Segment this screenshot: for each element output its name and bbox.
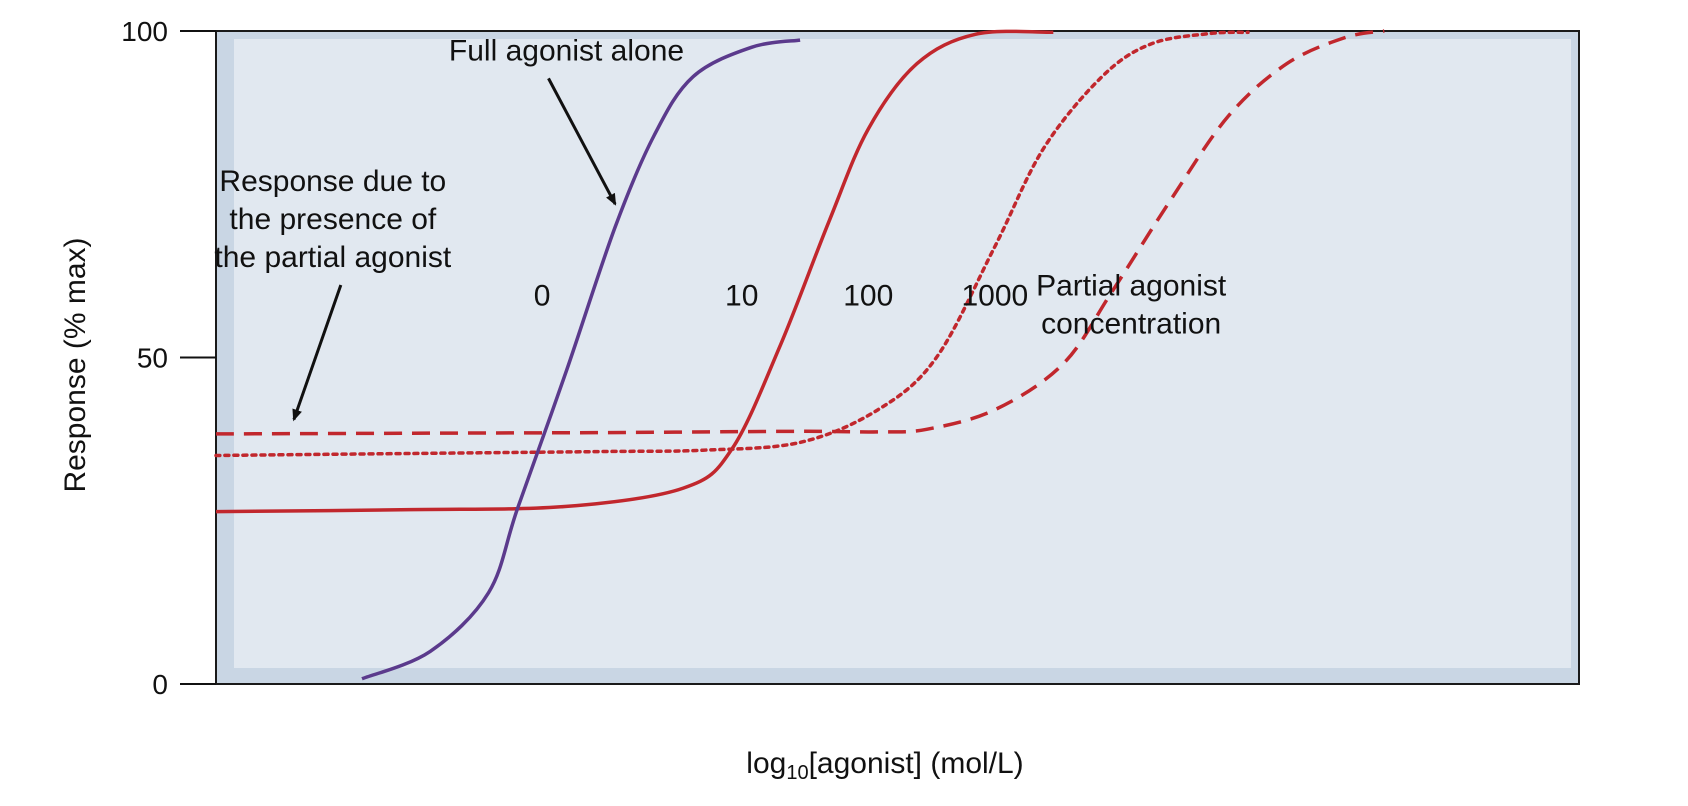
x-axis-title: log10[agonist] (mol/L) bbox=[746, 747, 1023, 784]
annotation-0: Full agonist alone bbox=[449, 34, 684, 67]
y-axis: 0 50 100 bbox=[121, 16, 216, 700]
annotation-arrow-1 bbox=[292, 284, 343, 422]
annotation-arrow-0 bbox=[547, 77, 617, 206]
y-tick-label-100: 100 bbox=[121, 16, 168, 47]
series-label-100: 100 bbox=[843, 279, 893, 312]
series-label-1000: 1000 bbox=[961, 279, 1028, 312]
plot-area bbox=[234, 39, 1571, 668]
series-layer: 0 10 100 1000 bbox=[214, 29, 1385, 681]
y-tick-label-0: 0 bbox=[152, 669, 168, 700]
series-line-0 bbox=[361, 38, 801, 681]
series-label-10: 10 bbox=[725, 279, 758, 312]
series-line-10 bbox=[215, 29, 1054, 514]
series-label-0: 0 bbox=[534, 279, 551, 312]
series-line-100 bbox=[214, 30, 1250, 458]
y-tick-label-50: 50 bbox=[137, 343, 168, 374]
y-axis-title: Response (% max) bbox=[59, 237, 92, 492]
